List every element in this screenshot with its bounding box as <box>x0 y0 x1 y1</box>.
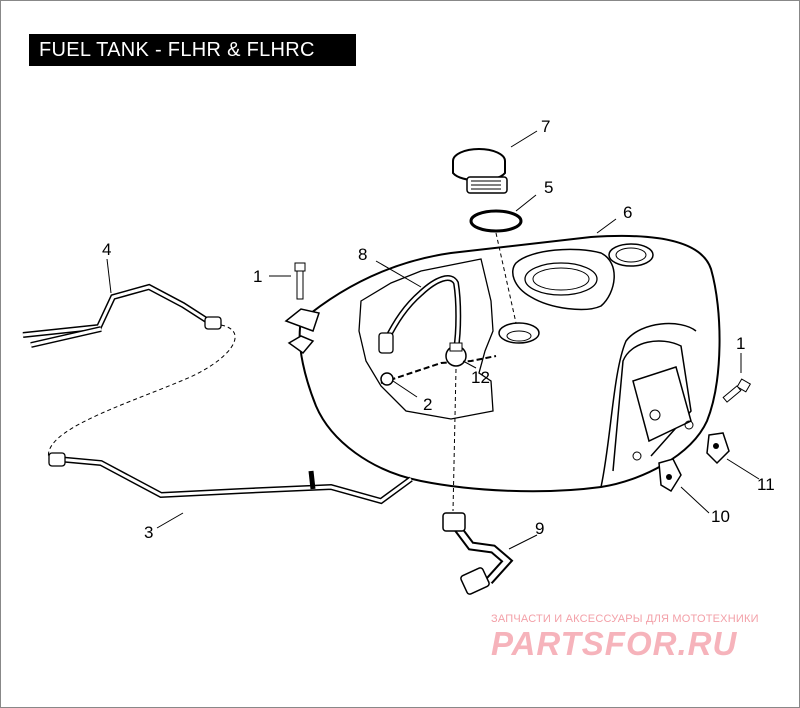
callout-12: 12 <box>471 368 490 387</box>
callout-1-right: 1 <box>736 334 745 353</box>
callout-11: 11 <box>757 475 775 494</box>
callout-9: 9 <box>535 519 544 538</box>
callout-7: 7 <box>541 117 550 136</box>
title-banner: FUEL TANK - FLHR & FLHRC <box>29 34 356 66</box>
page-title: FUEL TANK - FLHR & FLHRC <box>39 38 315 61</box>
bolt-right <box>722 378 752 403</box>
front-mount-tab <box>284 308 320 332</box>
gasket <box>469 209 523 233</box>
vent-hose <box>22 283 213 338</box>
callout-1-left: 1 <box>253 267 262 286</box>
gauge-mount-ring <box>512 248 615 311</box>
callout-2: 2 <box>423 395 432 414</box>
callout-6: 6 <box>623 203 632 222</box>
watermark-subtitle: ЗАПЧАСТИ И АКСЕССУАРЫ ДЛЯ МОТОТЕХНИКИ <box>491 613 759 625</box>
callout-8: 8 <box>358 245 367 264</box>
callout-3: 3 <box>144 523 153 542</box>
fuel-tank-body <box>298 234 721 493</box>
callout-4: 4 <box>102 240 111 259</box>
watermark-logo: PARTSFOR.RU <box>491 625 738 662</box>
callout-5: 5 <box>544 178 553 197</box>
bolt-left <box>294 262 306 300</box>
callout-10: 10 <box>711 507 730 526</box>
